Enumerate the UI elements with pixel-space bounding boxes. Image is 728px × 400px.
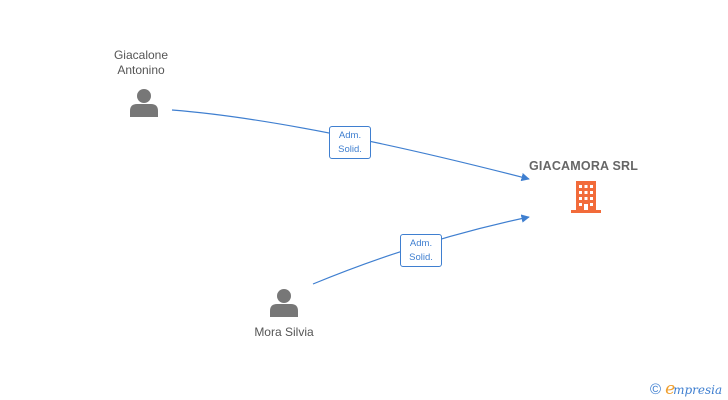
building-icon[interactable] (570, 180, 602, 214)
brand-logo-text: mpresia (673, 383, 723, 397)
person-icon[interactable] (269, 288, 299, 318)
edge-label-line1: Adm. (409, 238, 433, 249)
edge-label-role[interactable]: Adm. Solid. (400, 234, 442, 267)
copyright-icon: © (650, 380, 662, 398)
edge-label-line1: Adm. (338, 130, 362, 141)
person-name-line2: Antonino (117, 63, 165, 77)
person-icon[interactable] (129, 88, 159, 118)
person-node-label-giacalone[interactable]: Giacalone Antonino (96, 48, 186, 78)
edge-label-line2: Solid. (409, 252, 433, 263)
company-node-label[interactable]: GIACAMORA SRL (529, 159, 639, 173)
person-name: Mora Silvia (254, 325, 314, 339)
person-node-label-mora[interactable]: Mora Silvia (236, 325, 332, 340)
edge-person1-to-company (171, 109, 530, 182)
brand-logo-initial: e (665, 379, 676, 399)
edge-label-line2: Solid. (338, 144, 362, 155)
brand-footer: © empresia (650, 379, 722, 399)
edge-label-role[interactable]: Adm. Solid. (329, 126, 371, 159)
person-name-line1: Giacalone (113, 48, 169, 62)
brand-logo[interactable]: empresia (665, 379, 722, 399)
